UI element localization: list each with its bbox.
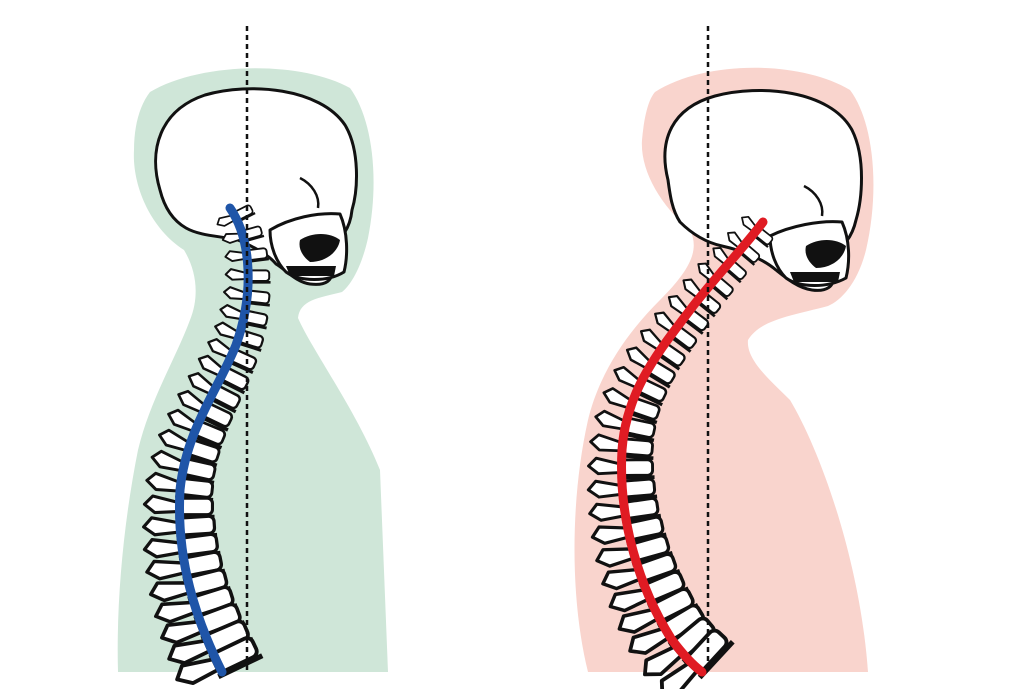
skull-right (663, 89, 863, 292)
skull-left (154, 87, 358, 286)
vertebra (586, 477, 658, 502)
vertebra (142, 494, 215, 519)
vertebra (588, 496, 662, 524)
panel-good-posture (117, 26, 389, 686)
panel-forward-head-posture (574, 26, 874, 689)
vertebra (150, 449, 217, 485)
vertebra (589, 433, 654, 461)
vertebra (175, 636, 264, 686)
spine-curve-line-right (617, 217, 768, 677)
